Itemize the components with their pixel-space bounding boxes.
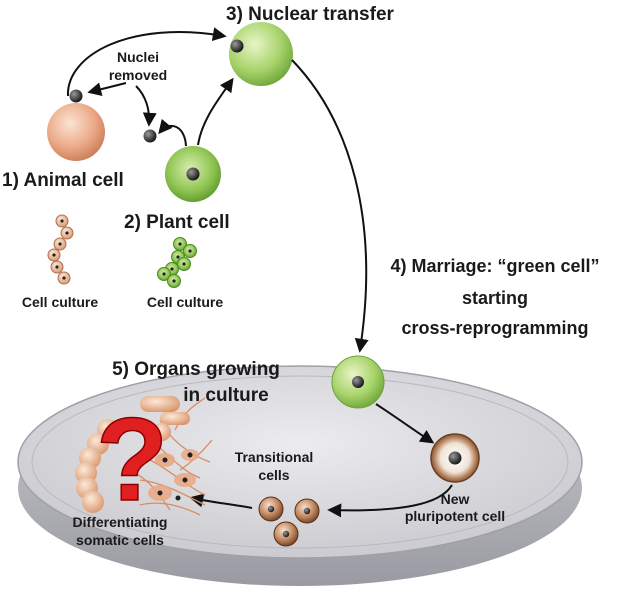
animal-cell-culture xyxy=(47,214,74,285)
label-transitional-2: cells xyxy=(258,467,289,483)
label-animal-cell: 1) Animal cell xyxy=(2,170,124,191)
arrow-nuclei-removed-animal xyxy=(87,82,127,97)
label-marriage-3: cross-reprogramming xyxy=(401,318,588,338)
hybrid-cell-body xyxy=(229,22,293,86)
animal-cell-body xyxy=(47,103,105,161)
label-nuclei-removed-1: Nuclei xyxy=(117,49,159,65)
arrow-transitional-to-differentiating xyxy=(189,493,253,509)
label-transitional-1: Transitional xyxy=(235,449,314,465)
tissue-cells xyxy=(148,449,199,501)
pluripotent-cell xyxy=(430,433,480,483)
label-new-pluripotent-2: pluripotent cell xyxy=(405,508,505,524)
arrows-dish xyxy=(189,403,453,518)
hybrid-cell xyxy=(229,22,293,86)
arrow-plant-to-transfer xyxy=(197,77,234,146)
label-new-pluripotent-1: New xyxy=(441,491,470,507)
plant-cell-culture xyxy=(157,237,197,288)
label-nuclear-transfer: 3) Nuclear transfer xyxy=(226,4,395,25)
label-differentiating-2: somatic cells xyxy=(76,532,164,548)
label-cell-culture-animal: Cell culture xyxy=(22,294,98,310)
label-nuclei-removed-2: removed xyxy=(109,67,167,83)
arrow-transfer-to-marriage xyxy=(291,59,369,353)
arrow-pluripotent-to-transitional xyxy=(327,484,453,518)
arrow-animal-to-transfer xyxy=(66,27,227,97)
plant-nucleus xyxy=(186,167,200,181)
question-mark-icon: ? xyxy=(96,394,168,526)
label-differentiating-1: Differentiating xyxy=(73,514,168,530)
label-cell-culture-plant: Cell culture xyxy=(147,294,223,310)
plant-cell xyxy=(165,146,221,202)
dish-inner xyxy=(31,375,569,549)
label-marriage-1: 4) Marriage: “green cell” xyxy=(390,256,599,276)
removed-nucleus xyxy=(143,129,157,143)
dish-top xyxy=(17,365,583,559)
tube-cells xyxy=(140,396,190,441)
transitional-cells xyxy=(258,496,320,547)
arrow-nuclei-removed-plant xyxy=(135,85,157,127)
animal-nucleus xyxy=(69,89,83,103)
arrow-green-to-pluripotent xyxy=(375,403,435,444)
label-organs-1: 5) Organs growing xyxy=(112,359,280,380)
hybrid-nucleus xyxy=(230,39,244,53)
label-marriage-2: starting xyxy=(462,288,528,308)
arrow-plant-nucleus-out xyxy=(158,118,187,147)
animal-cell xyxy=(47,89,105,161)
bead-chain xyxy=(75,419,119,513)
green-cell-dish xyxy=(331,355,385,409)
arrows-top xyxy=(66,27,369,353)
label-plant-cell: 2) Plant cell xyxy=(124,212,230,233)
label-organs-2: in culture xyxy=(183,385,269,406)
